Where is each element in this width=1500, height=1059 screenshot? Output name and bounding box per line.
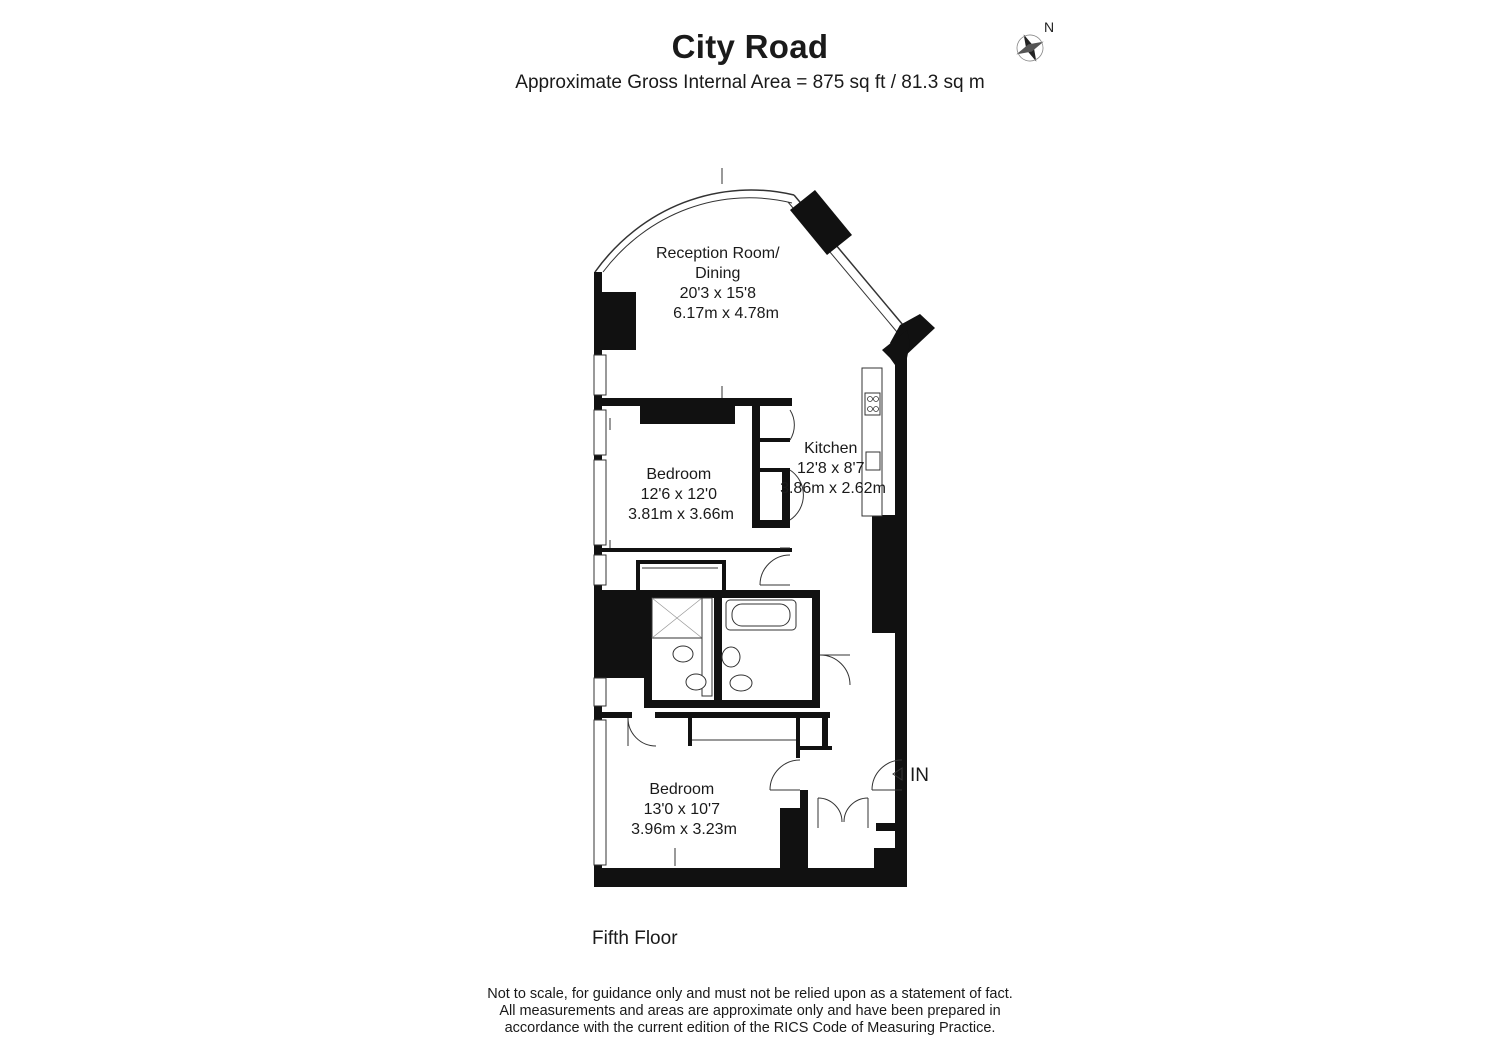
disclaimer-line2: All measurements and areas are approxima… [499,1003,1001,1019]
disclaimer-line1: Not to scale, for guidance only and must… [487,986,1013,1002]
wall-stub-entrance [876,823,898,831]
column-bottom-middle [780,808,808,868]
window-left-1 [593,354,607,396]
entrance-arrow-icon [892,767,903,781]
bathroom-right-wall [812,590,820,708]
kitchen-imperial: 12'8 x 8'7 [797,460,865,477]
reception-line1: Reception Room/ [656,245,780,262]
reception-metric: 6.17m x 4.78m [673,305,779,322]
window-left-2 [593,409,607,456]
closet-side-wall [782,470,790,528]
bedroom1-right-wall [752,398,760,526]
svg-text:Kitchen 12'8 x 8'7 3.8: Kitchen 12'8 x 8'7 3.86m x 2.62m [780,440,886,497]
hob-icon [864,392,881,416]
window-left-5 [593,677,607,707]
bedroom1-closet-wall [752,520,790,528]
basin-icon-2 [721,646,741,668]
reception-line2: Dining [695,265,740,282]
bedroom1-line1: Bedroom [646,466,711,483]
toilet-icon-1 [672,645,694,663]
bedroom1-metric: 3.81m x 3.66m [628,506,734,523]
bedroom2-metric: 3.96m x 3.23m [631,821,737,838]
right-exterior-wall [882,330,910,887]
bedroom2-line1: Bedroom [649,781,714,798]
area-subtitle: Approximate Gross Internal Area = 875 sq… [515,72,985,93]
entrance-door-swing [871,759,903,791]
bathroom-bottom-wall [644,700,820,708]
column-angled [790,190,852,255]
wall-segment [752,398,792,406]
window-left-4 [593,554,607,586]
bedroom1-imperial: 12'6 x 12'0 [641,486,717,503]
disclaimer-line3: accordance with the current edition of t… [504,1020,996,1036]
bedroom2-imperial: 13'0 x 10'7 [644,801,720,818]
curved-window-outer [594,189,795,273]
bathroom-left-wall [644,590,652,708]
floor-label: Fifth Floor [592,928,678,949]
column-left-middle [594,590,644,678]
sink-icon [865,451,881,471]
curved-window-inner [602,197,793,273]
bathroom-top-wall [644,590,820,598]
window-left-3 [593,459,607,546]
wall-bath-bedroom2 [655,712,830,718]
kitchen-metric: 3.86m x 2.62m [780,480,886,497]
room-labels: Reception Room/ Dining 20'3 x 15'8 6.17m… [656,245,784,322]
column-right [872,515,895,633]
window-left-6 [593,719,607,866]
wardrobe-block [640,398,735,424]
dimension-markers [609,168,790,866]
svg-text:Bedroom 12'6 x 12'0 3.: Bedroom 12'6 x 12'0 3.81m x 3.66m [628,466,734,523]
entrance-label: IN [910,765,929,786]
column-left-upper [602,292,636,350]
toilet-icon-2 [729,674,753,692]
wall-bedroom1-bath [602,548,792,552]
plan-title: City Road [671,28,829,65]
compass-north-label: N [1044,19,1054,35]
column-bottom-right [874,848,907,873]
basin-icon-1 [685,673,707,691]
reception-imperial: 20'3 x 15'8 [680,285,756,302]
disclaimer: Not to scale, for guidance only and must… [0,986,1500,1037]
bathroom-divider-wall [714,590,722,708]
bottom-exterior-wall [594,868,907,887]
wardrobe-top [636,560,726,564]
svg-text:Bedroom 13'0 x 10'7 3.: Bedroom 13'0 x 10'7 3.96m x 3.23m [631,781,737,838]
kitchen-line1: Kitchen [804,440,857,457]
compass-icon: N [1016,19,1054,62]
